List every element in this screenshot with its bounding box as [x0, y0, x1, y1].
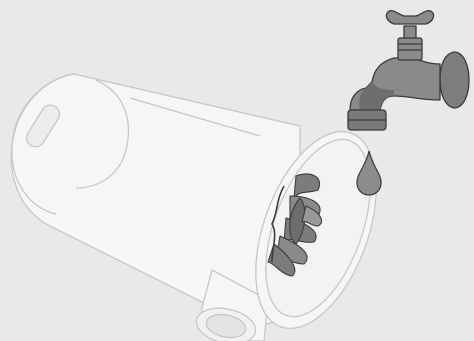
- faucet-flange: [440, 52, 469, 108]
- faucet-stem: [398, 38, 422, 60]
- faucet-stem-top: [404, 26, 416, 38]
